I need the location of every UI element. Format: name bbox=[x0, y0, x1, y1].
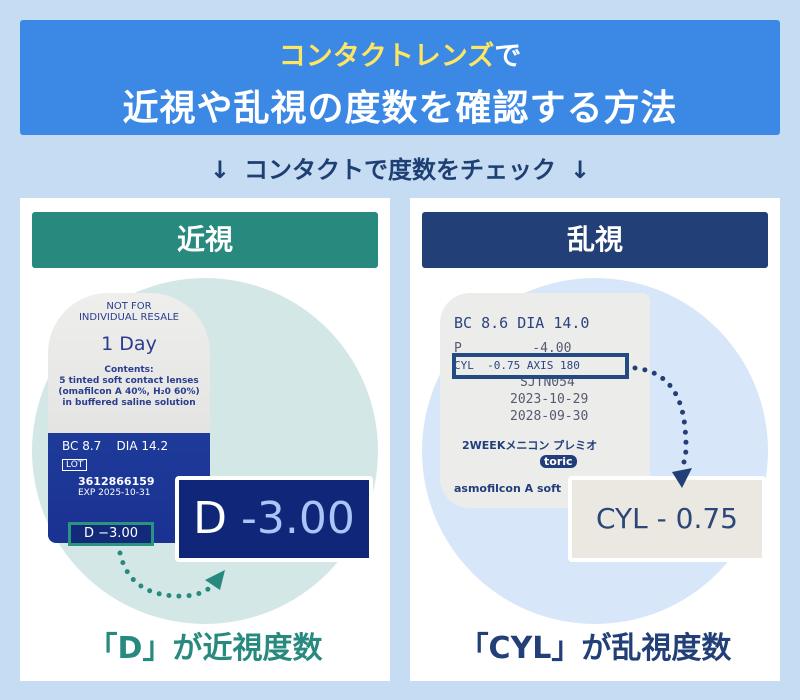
header-highlight: コンタクトレンズ bbox=[278, 41, 495, 72]
pkg-brand: 2WEEKメニコン プレミオ bbox=[462, 439, 598, 452]
header-banner: コンタクトレンズで 近視や乱視の度数を確認する方法 bbox=[20, 20, 780, 135]
pkg-exp-date: 2028-09-30 bbox=[510, 409, 589, 424]
pkg-toric: toric bbox=[540, 455, 577, 468]
pkg-text: INDIVIDUAL RESALE bbox=[78, 312, 179, 323]
pkg-cyl: CYL -0.75 AXIS 180 bbox=[454, 359, 580, 372]
astigmatism-card: 乱視 BC 8.6 DIA 14.0 P -4.00 CYL -0.75 AXI… bbox=[410, 198, 780, 681]
arrow-down-icon: ↓ bbox=[209, 156, 230, 184]
pkg-text: Contents: bbox=[104, 365, 154, 375]
pkg-exp: EXP 2025-10-31 bbox=[78, 488, 151, 498]
astigmatism-title: 乱視 bbox=[422, 212, 768, 268]
power-callout: D -3.00 bbox=[175, 476, 373, 562]
pkg-text: NOT FOR bbox=[106, 301, 152, 312]
subtitle: ↓ コンタクトで度数をチェック ↓ bbox=[0, 150, 800, 185]
myopia-caption: 「D」が近視度数 bbox=[87, 631, 323, 666]
callout-label: D bbox=[193, 493, 228, 544]
pkg-lotno: 3612866159 bbox=[78, 475, 155, 488]
subtitle-text: コンタクトで度数をチェック bbox=[244, 156, 556, 184]
astigmatism-caption: 「CYL」が乱視度数 bbox=[458, 631, 732, 666]
pkg-power: P -4.00 bbox=[454, 341, 572, 356]
callout-value: -3.00 bbox=[241, 493, 355, 544]
myopia-title: 近視 bbox=[32, 212, 378, 268]
pkg-bc-dia: BC 8.6 DIA 14.0 bbox=[454, 314, 590, 332]
pkg-brand: 1 Day bbox=[101, 333, 157, 355]
pkg-text: (omafilcon A 40%, H₂0 60%) bbox=[58, 387, 200, 397]
pkg-lot: LOT bbox=[62, 459, 88, 471]
header-title: 近視や乱視の度数を確認する方法 bbox=[122, 88, 678, 129]
pkg-text: 5 tinted soft contact lenses bbox=[59, 376, 199, 386]
header-line1: で bbox=[494, 41, 522, 72]
cyl-callout: CYL - 0.75 bbox=[568, 476, 766, 562]
pkg-mfg-date: 2023-10-29 bbox=[510, 392, 589, 407]
pkg-text: in buffered saline solution bbox=[62, 398, 196, 408]
arrow-down-icon: ↓ bbox=[570, 156, 591, 184]
cyl-highlight bbox=[452, 353, 629, 379]
pkg-material: asmofilcon A soft bbox=[454, 482, 562, 495]
pkg-bc-dia: BC 8.7 DIA 14.2 bbox=[62, 439, 169, 453]
power-highlight: D −3.00 bbox=[68, 522, 154, 546]
